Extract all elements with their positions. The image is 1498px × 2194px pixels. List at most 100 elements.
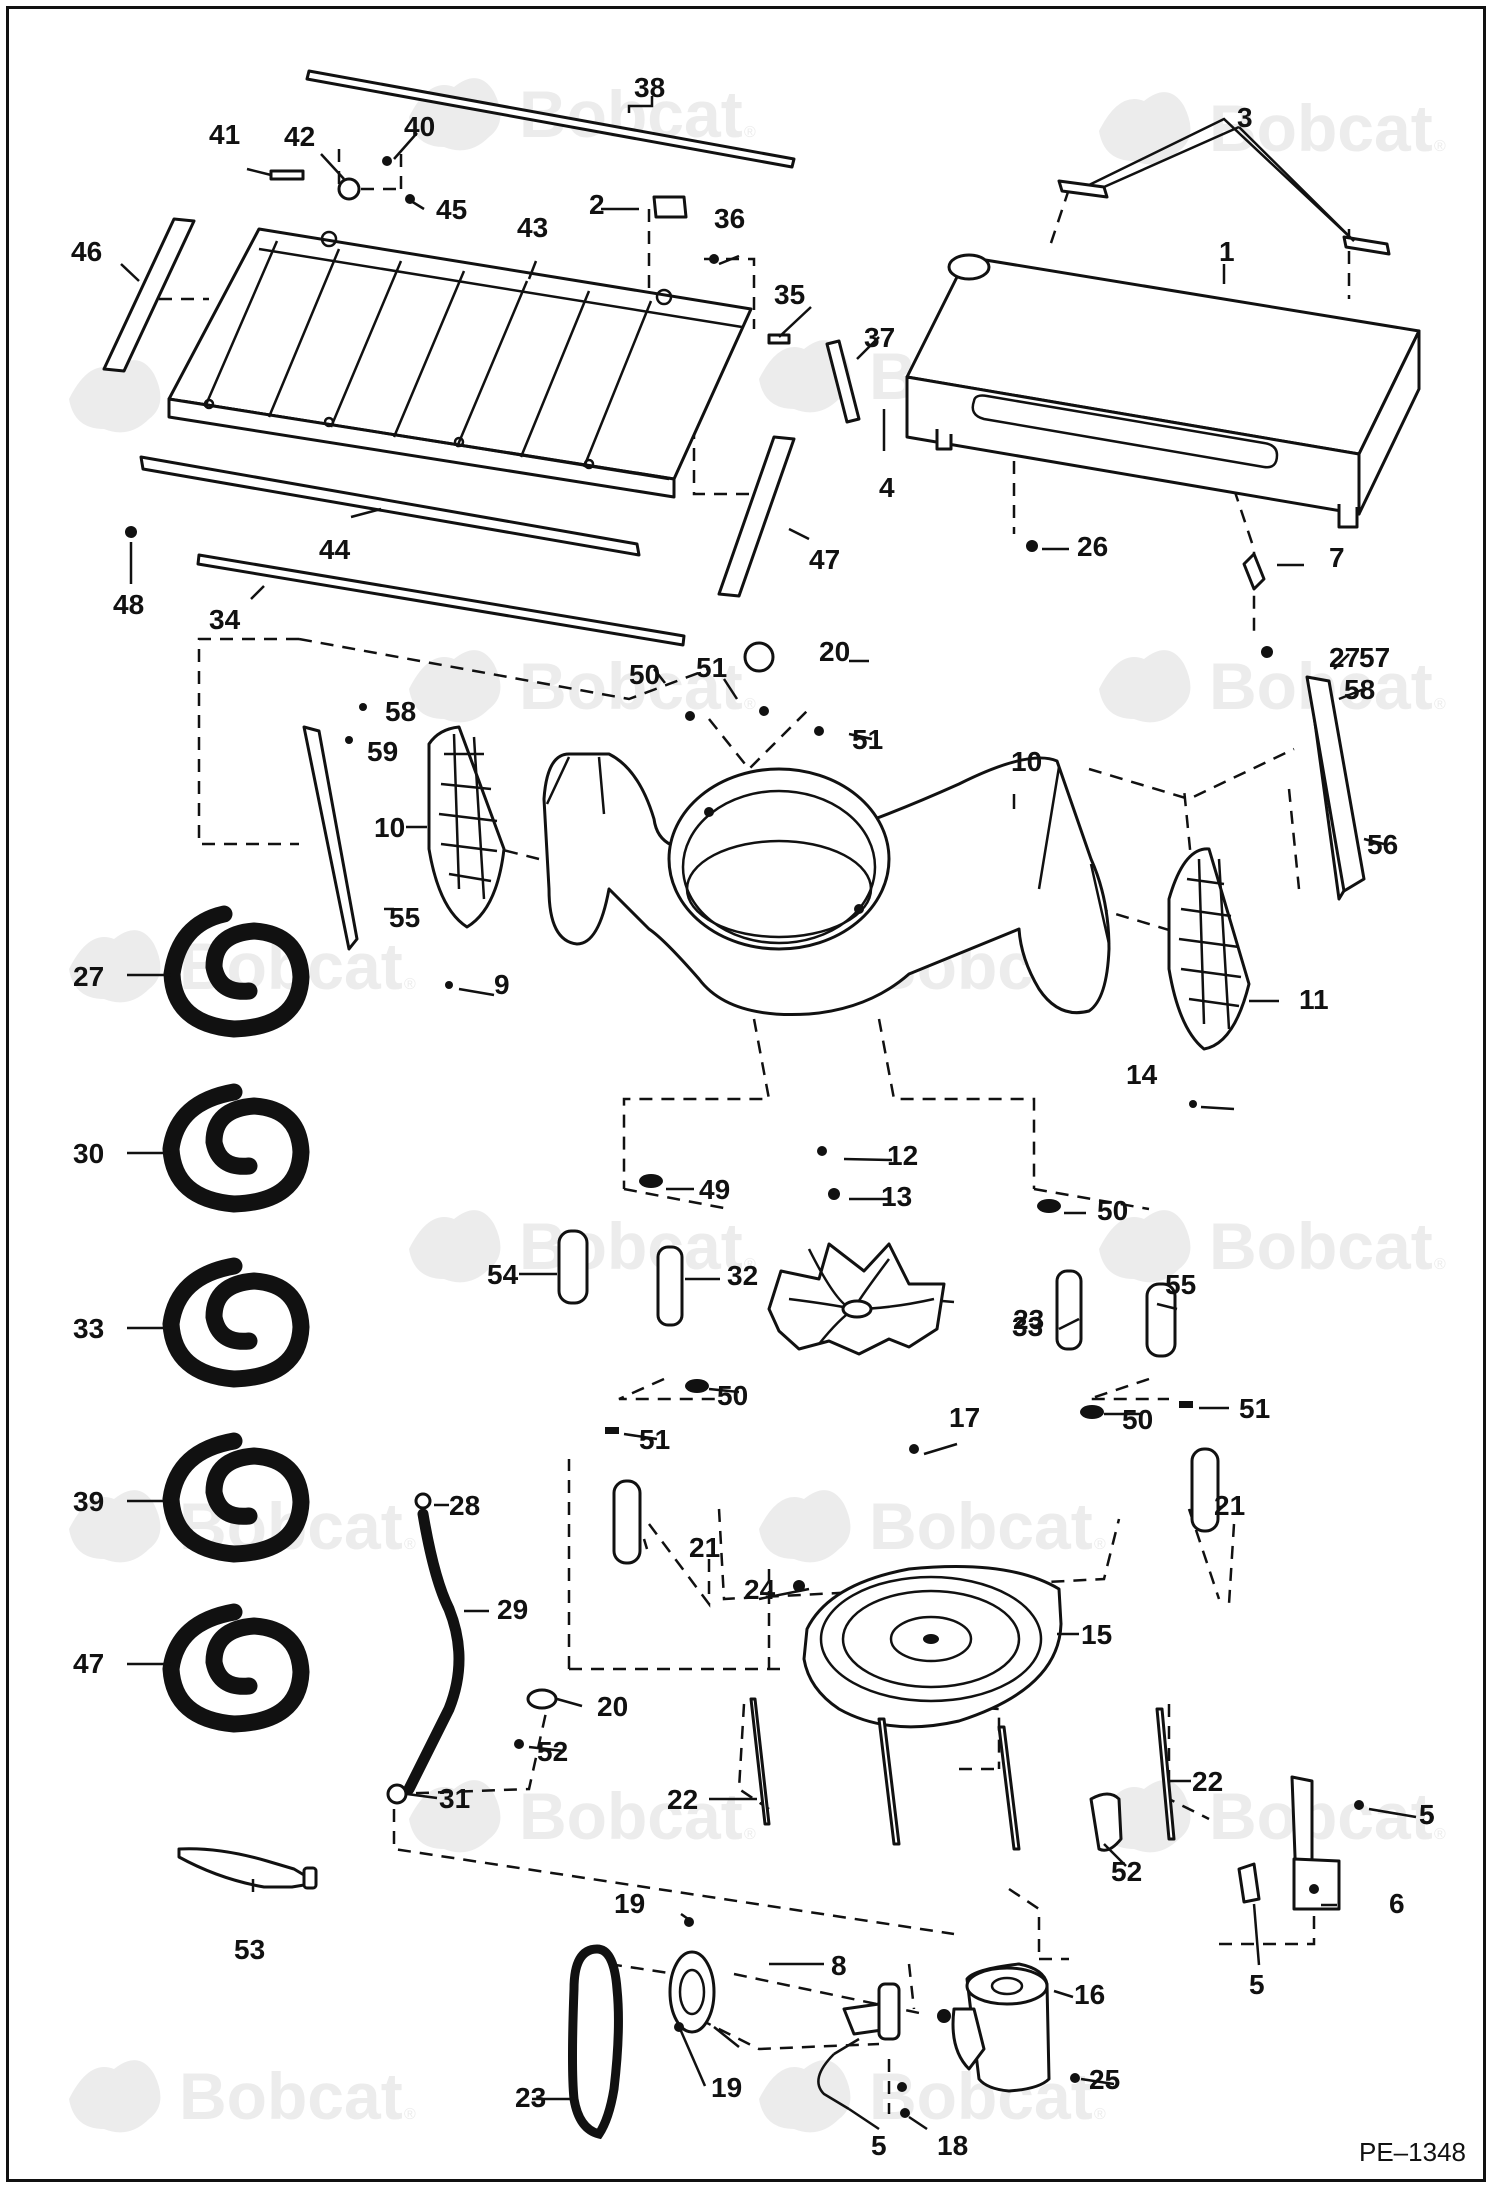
hose-clamp-21-lower (514, 1688, 558, 1749)
seal-strip-35 (196, 553, 686, 647)
svg-text:Bobcat: Bobcat (519, 1209, 743, 1283)
callout-number: 22 (1192, 1766, 1223, 1797)
svg-text:®: ® (1434, 696, 1446, 713)
bracket-56 (302, 725, 359, 951)
callout-number: 14 (1126, 1059, 1158, 1090)
callout-number: 30 (73, 1138, 104, 1169)
callout-number: 33 (73, 1313, 104, 1344)
watermark: Bobcat® (1099, 1209, 1446, 1283)
callout-number: 40 (404, 111, 435, 142)
callout-number: 53 (234, 1934, 265, 1965)
callout-number: 51 (696, 652, 727, 683)
callout-number: 43 (517, 212, 548, 243)
callout-number: 10 (1011, 746, 1042, 777)
bolts-23 (749, 1697, 1176, 1851)
callout-number: 5 (1249, 1969, 1265, 2000)
callout-number: 44 (319, 534, 351, 565)
callout-number: 55 (389, 902, 420, 933)
callout-number: 21 (689, 1532, 720, 1563)
callout-number: 58 (385, 696, 416, 727)
callout-number: 52 (537, 1736, 568, 1767)
svg-text:Bobcat: Bobcat (869, 1489, 1093, 1563)
callout-number: 29 (497, 1594, 528, 1625)
callout-number: 23 (515, 2082, 546, 2113)
watermark: Bobcat® (759, 1489, 1106, 1563)
callout-number: 27 (1329, 642, 1360, 673)
callout-number: 1 (1219, 236, 1235, 267)
svg-text:®: ® (404, 1536, 416, 1553)
callout-number: 50 (1097, 1195, 1128, 1226)
callout-number: 50 (1122, 1404, 1153, 1435)
callout-number: 22 (667, 1784, 698, 1815)
svg-text:Bobcat: Bobcat (519, 1779, 743, 1853)
callout-number: 34 (209, 604, 241, 635)
callout-number: 3 (1237, 102, 1253, 133)
callout-number: 23 (1013, 1304, 1044, 1335)
callout-number: 47 (809, 544, 840, 575)
callout-number: 56 (1367, 829, 1398, 860)
callout-number: 13 (881, 1181, 912, 1212)
callout-number: 31 (439, 1783, 470, 1814)
svg-text:®: ® (1094, 1536, 1106, 1553)
screen-13 (1167, 847, 1251, 1051)
callout-numbers: 1234555567891010111213141516171819192020… (71, 72, 1435, 2161)
callout-number: 20 (597, 1691, 628, 1722)
grille-frame-44 (167, 227, 753, 499)
seal-strip-45 (139, 455, 641, 557)
callout-number: 4 (879, 472, 895, 503)
watermark: Bobcat® (69, 2059, 416, 2133)
sealant-tube-54 (177, 1847, 318, 1890)
svg-text:®: ® (744, 1256, 756, 1273)
leader-lines (120, 96, 1417, 2131)
callout-number: 37 (864, 322, 895, 353)
small-hardware-middle (345, 641, 1197, 1108)
watermark: Bobcat® (409, 77, 756, 151)
svg-text:®: ® (1434, 1256, 1446, 1273)
dashed-guide-lines (159, 149, 1351, 2114)
callout-number: 35 (774, 279, 805, 310)
watermark: Bobcat® (409, 649, 756, 723)
cooler-assembly-1 (905, 117, 1421, 901)
callout-number: 18 (937, 2130, 968, 2161)
callout-number: 26 (1077, 531, 1108, 562)
fan-24 (767, 1242, 946, 1356)
callout-number: 7 (1329, 542, 1345, 573)
callout-number: 17 (949, 1402, 980, 1433)
callout-number: 51 (1239, 1393, 1270, 1424)
callout-number: 12 (887, 1140, 918, 1171)
callout-number: 36 (714, 203, 745, 234)
callout-number: 15 (1081, 1619, 1112, 1650)
callout-number: 49 (699, 1174, 730, 1205)
callout-number: 19 (614, 1888, 645, 1919)
watermark: Bobcat® (1099, 1779, 1446, 1853)
callout-number: 21 (1214, 1490, 1245, 1521)
callout-number: 51 (639, 1424, 670, 1455)
callout-number: 57 (1359, 642, 1390, 673)
callout-number: 32 (727, 1260, 758, 1291)
callout-number: 58 (1344, 674, 1375, 705)
callout-number: 2 (589, 189, 605, 220)
seal-strip-47-right (717, 435, 796, 598)
callout-number: 11 (1299, 984, 1329, 1015)
callout-number: 38 (634, 72, 665, 103)
callout-number: 10 (374, 812, 405, 843)
bracket-57 (1305, 675, 1366, 893)
wire-5-bottom (817, 2037, 910, 2118)
callout-number: 5 (871, 2130, 887, 2161)
svg-text:®: ® (404, 2106, 416, 2123)
seal-strip-47-left (102, 217, 196, 373)
svg-text:Bobcat: Bobcat (1209, 1209, 1433, 1283)
svg-text:Bobcat: Bobcat (179, 2059, 403, 2133)
hose-coil-28 (163, 905, 310, 1038)
callout-number: 25 (1089, 2064, 1120, 2095)
svg-text:®: ® (404, 976, 416, 993)
spacers-55-33-22 (557, 1229, 1220, 1565)
bracket-6 (1237, 1775, 1364, 1911)
svg-text:Bobcat: Bobcat (519, 649, 743, 723)
watermark: Bobcat® (1099, 649, 1446, 723)
flex-coupling-53 (1089, 1792, 1123, 1852)
hose-coil-48 (162, 1603, 310, 1733)
fan-drive-plate-17 (794, 1565, 1063, 1729)
callout-number: 41 (209, 119, 240, 150)
callout-number: 19 (711, 2072, 742, 2103)
